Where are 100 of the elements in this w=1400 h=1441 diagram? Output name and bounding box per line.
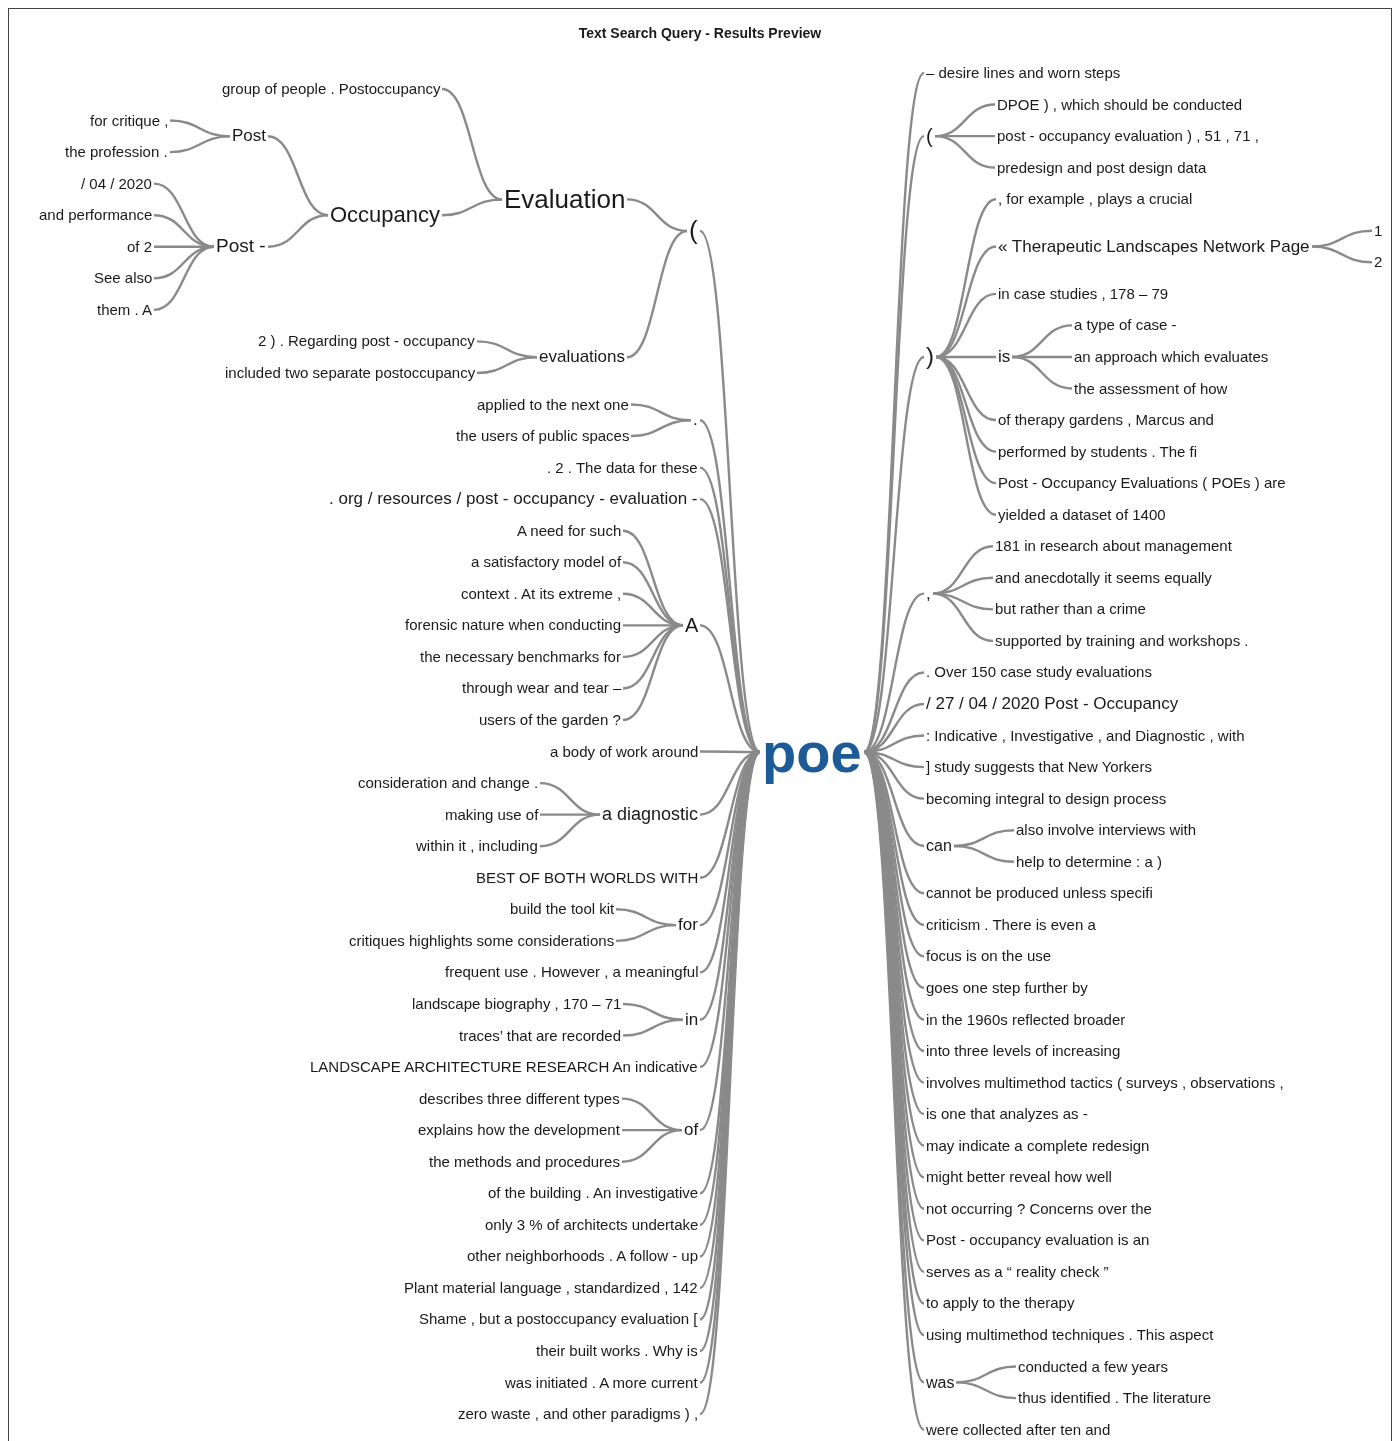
phrase-label: LANDSCAPE ARCHITECTURE RESEARCH An indicative [308, 1058, 700, 1077]
phrase-label: conducted a few years [1016, 1357, 1171, 1376]
phrase-label: DPOE ) , which should be conducted [995, 95, 1245, 114]
phrase-label: ( [687, 215, 700, 247]
phrase-label: may indicate a complete redesign [924, 1136, 1152, 1155]
phrase-label: for [676, 915, 700, 936]
phrase-label: / 27 / 04 / 2020 Post - Occupancy [924, 694, 1181, 715]
phrase-label: not occurring ? Concerns over the [924, 1199, 1154, 1218]
phrase-label: supported by training and workshops . [993, 631, 1251, 650]
branch-line [153, 182, 215, 248]
phrase-label: BEST OF BOTH WORLDS WITH [474, 868, 701, 887]
phrase-label: group of people . Postoccupancy [220, 80, 443, 98]
search-term: poe [760, 718, 864, 786]
phrase-label: Plant material language , standardized , 142 [402, 1278, 700, 1297]
phrase-label: but rather than a crime [993, 600, 1148, 619]
branch-line [622, 1002, 684, 1021]
phrase-label: . 2 . The data for these [545, 458, 700, 477]
phrase-label: « Therapeutic Landscapes Network Page [996, 236, 1312, 257]
branch-line [476, 356, 538, 375]
branch-line [934, 134, 996, 169]
phrase-label: traces’ that are recorded [457, 1026, 624, 1045]
phrase-label: users of the garden ? [477, 711, 623, 729]
phrase-label: might better reveal how well [924, 1168, 1114, 1187]
phrase-label: was [924, 1372, 957, 1392]
branch-line [267, 214, 329, 248]
phrase-label: can [924, 836, 954, 856]
phrase-label: A need for such [515, 521, 624, 540]
phrase-label: them . A [95, 300, 155, 319]
branch-line [953, 844, 1015, 863]
phrase-label: applied to the next one [475, 395, 631, 414]
phrase-label: 2 [1372, 253, 1385, 272]
phrase-label: Post [230, 126, 269, 147]
phrase-label: goes one step further by [924, 978, 1090, 997]
phrase-label: ( [924, 124, 935, 149]
phrase-label: focus is on the use [924, 947, 1054, 966]
phrase-label: the methods and procedures [427, 1152, 622, 1171]
phrase-label: post - occupancy evaluation ) , 51 , 71 , [995, 127, 1261, 146]
phrase-label: – desire lines and worn steps [924, 64, 1123, 82]
phrase-label: consideration and change . [356, 774, 541, 793]
phrase-label: the users of public spaces [454, 427, 632, 446]
phrase-label: becoming integral to design process [924, 789, 1169, 808]
branch-line [626, 229, 688, 359]
phrase-label: involves multimethod tactics ( surveys , observations , [924, 1073, 1286, 1092]
phrase-label: frequent use . However , a meaningful [443, 963, 701, 982]
phrase-label: . org / resources / post - occupancy - evaluation - [327, 489, 700, 510]
phrase-label: a diagnostic [600, 803, 701, 826]
phrase-label: yielded a dataset of 1400 [996, 505, 1168, 524]
phrase-label: 2 ) . Regarding post - occupancy [256, 332, 477, 351]
phrase-label: only 3 % of architects undertake [483, 1215, 701, 1234]
phrase-label: to apply to the therapy [924, 1294, 1077, 1313]
phrase-label: other neighborhoods . A follow - up [465, 1247, 700, 1266]
phrase-label: and performance [37, 206, 155, 225]
phrase-label: using multimethod techniques . This aspect [924, 1326, 1216, 1344]
phrase-label: predesign and post design data [995, 158, 1209, 177]
phrase-label: / 04 / 2020 [79, 174, 154, 193]
phrase-label: help to determine : a ) [1014, 852, 1164, 871]
phrase-label: of therapy gardens , Marcus and [996, 411, 1216, 430]
phrase-label: of [682, 1120, 701, 1141]
phrase-label: making use of [443, 805, 541, 824]
branch-line [932, 592, 994, 643]
phrase-label: Post - [214, 235, 268, 259]
branch-line [935, 355, 997, 516]
phrase-label: forensic nature when conducting [403, 616, 623, 635]
branch-line [1311, 245, 1373, 264]
phrase-label: zero waste , and other paradigms ) , [456, 1405, 701, 1424]
phrase-label: , [924, 583, 933, 604]
phrase-label: Shame , but a postoccupancy evaluation [ [417, 1310, 700, 1329]
phrase-label: explains how the development [416, 1121, 622, 1140]
phrase-label: and anecdotally it seems equally [993, 568, 1214, 587]
phrase-label: : Indicative , Investigative , and Diagnostic , with [924, 726, 1247, 745]
branch-line [932, 592, 994, 611]
branch-line [1011, 355, 1073, 390]
phrase-label: , for example , plays a crucial [996, 190, 1195, 209]
branch-line [630, 419, 692, 438]
phrase-label: cannot be produced unless specifi [924, 884, 1155, 903]
phrase-label: is [996, 346, 1013, 368]
phrase-label: were collected after ten and [924, 1420, 1113, 1439]
branch-line [441, 198, 503, 217]
branch-line [615, 923, 677, 943]
branch-line [540, 813, 600, 816]
phrase-label: the necessary benchmarks for [418, 647, 623, 666]
phrase-label: an approach which evaluates [1072, 347, 1271, 366]
branch-line [622, 1018, 684, 1037]
phrase-label: describes three different types [417, 1089, 622, 1108]
branch-line [932, 576, 994, 595]
phrase-label: landscape biography , 170 – 71 [410, 994, 624, 1013]
phrase-label: is one that analyzes as - [924, 1105, 1090, 1124]
phrase-label: Post - Occupancy Evaluations ( POEs ) are [996, 474, 1288, 493]
phrase-label: the assessment of how [1072, 379, 1230, 398]
phrase-label: the profession . [63, 143, 170, 162]
phrase-label: their built works . Why is [534, 1342, 700, 1360]
phrase-label: ] study suggests that New Yorkers [924, 758, 1154, 777]
phrase-label: Evaluation [502, 183, 628, 216]
phrase-label: criticism . There is even a [924, 915, 1098, 934]
phrase-label: a satisfactory model of [469, 553, 624, 572]
phrase-label: serves as a “ reality check ” [924, 1262, 1111, 1281]
phrase-label: context . At its extreme , [459, 584, 624, 603]
phrase-label: into three levels of increasing [924, 1042, 1123, 1061]
phrase-label: within it , including [414, 837, 540, 856]
phrase-label: included two separate postoccupancy [223, 363, 478, 382]
